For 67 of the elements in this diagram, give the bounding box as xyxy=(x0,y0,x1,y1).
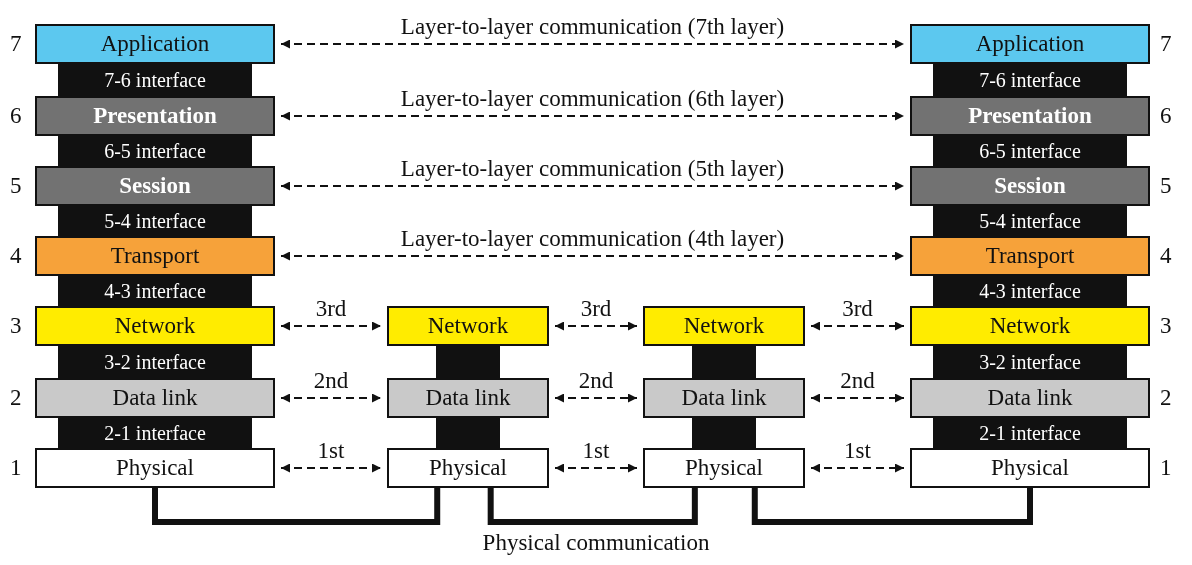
layer-number: 5 xyxy=(1160,173,1172,199)
layer-box: Network xyxy=(643,306,805,346)
layer-box: Physical xyxy=(35,448,275,488)
dashed-arrow xyxy=(280,181,905,191)
column-bar xyxy=(436,418,500,448)
layer-box: Data link xyxy=(387,378,549,418)
column-bar xyxy=(692,346,756,378)
layer-number: 2 xyxy=(10,385,22,411)
interface-band: 6-5 interface xyxy=(58,136,252,166)
layer-number: 5 xyxy=(10,173,22,199)
caption-text: Physical communication xyxy=(482,530,710,556)
layer-box: Application xyxy=(910,24,1150,64)
layer-number: 2 xyxy=(1160,385,1172,411)
layer-box: Network xyxy=(910,306,1150,346)
layer-number: 3 xyxy=(1160,313,1172,339)
dashed-arrow xyxy=(280,463,382,473)
layer-number: 6 xyxy=(1160,103,1172,129)
layer-number: 7 xyxy=(10,31,22,57)
interface-band: 3-2 interface xyxy=(933,346,1127,378)
connection-line xyxy=(487,488,698,525)
dashed-arrow xyxy=(554,463,638,473)
dashed-arrow xyxy=(280,39,905,49)
interface-band: 5-4 interface xyxy=(933,206,1127,236)
layer-number: 1 xyxy=(10,455,22,481)
layer-box: Physical xyxy=(643,448,805,488)
layer-box: Network xyxy=(387,306,549,346)
layer-box: Session xyxy=(35,166,275,206)
layer-box: Data link xyxy=(643,378,805,418)
interface-band: 2-1 interface xyxy=(933,418,1127,448)
layer-box: Session xyxy=(910,166,1150,206)
layer-box: Physical xyxy=(387,448,549,488)
interface-band: 7-6 interface xyxy=(58,64,252,96)
layer-number: 4 xyxy=(1160,243,1172,269)
layer-box: Transport xyxy=(35,236,275,276)
layer-box: Network xyxy=(35,306,275,346)
dashed-arrow xyxy=(280,251,905,261)
dashed-arrow xyxy=(554,393,638,403)
column-bar xyxy=(436,346,500,378)
dashed-arrow xyxy=(810,321,905,331)
interface-band: 4-3 interface xyxy=(933,276,1127,306)
layer-box: Presentation xyxy=(910,96,1150,136)
dashed-arrow xyxy=(810,463,905,473)
layer-box: Transport xyxy=(910,236,1150,276)
layer-box: Application xyxy=(35,24,275,64)
interface-band: 7-6 interface xyxy=(933,64,1127,96)
layer-box: Physical xyxy=(910,448,1150,488)
layer-number: 3 xyxy=(10,313,22,339)
layer-number: 7 xyxy=(1160,31,1172,57)
dashed-arrow xyxy=(280,393,382,403)
interface-band: 6-5 interface xyxy=(933,136,1127,166)
interface-band: 5-4 interface xyxy=(58,206,252,236)
layer-number: 6 xyxy=(10,103,22,129)
column-bar xyxy=(692,418,756,448)
layer-box: Data link xyxy=(910,378,1150,418)
layer-box: Presentation xyxy=(35,96,275,136)
dashed-arrow xyxy=(280,111,905,121)
layer-box: Data link xyxy=(35,378,275,418)
dashed-arrow xyxy=(554,321,638,331)
interface-band: 4-3 interface xyxy=(58,276,252,306)
dashed-arrow xyxy=(810,393,905,403)
layer-number: 1 xyxy=(1160,455,1172,481)
interface-band: 3-2 interface xyxy=(58,346,252,378)
connection-line xyxy=(751,488,1033,525)
layer-number: 4 xyxy=(10,243,22,269)
dashed-arrow xyxy=(280,321,382,331)
interface-band: 2-1 interface xyxy=(58,418,252,448)
connection-line xyxy=(152,488,441,525)
